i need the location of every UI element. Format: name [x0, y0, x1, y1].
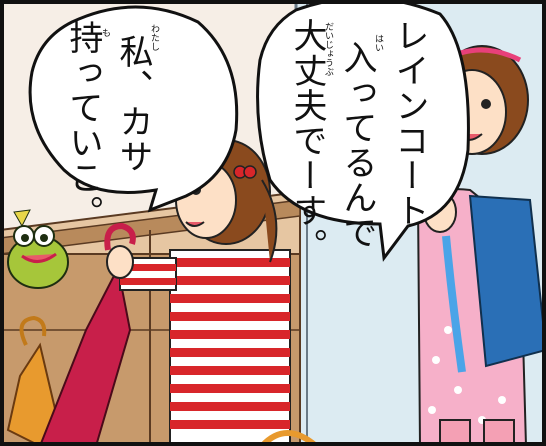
speech-bubble-left — [28, 5, 239, 213]
ruby-watashi: わたし — [149, 24, 159, 51]
bubble-right-line-3: 大丈夫でーす。 — [287, 18, 327, 263]
bubble-left-line-2: 持っていこ。 — [63, 20, 103, 230]
frog-toy-icon — [7, 209, 69, 289]
bubble-right-line-2: 入ってるんで — [337, 40, 377, 250]
ruby-daijoubu: だいじょうぶ — [323, 22, 333, 76]
umbrella-red-icon — [38, 222, 136, 446]
backpack-icon — [468, 194, 546, 368]
speech-bubble-right — [256, 0, 470, 262]
girl-striped-shirt — [106, 139, 318, 446]
bubble-right-line-1: レインコート — [389, 18, 429, 228]
ruby-mo: も — [100, 28, 110, 37]
ruby-hai: はい — [373, 34, 383, 52]
bubble-left-line-1: 私、カサ — [113, 34, 153, 174]
